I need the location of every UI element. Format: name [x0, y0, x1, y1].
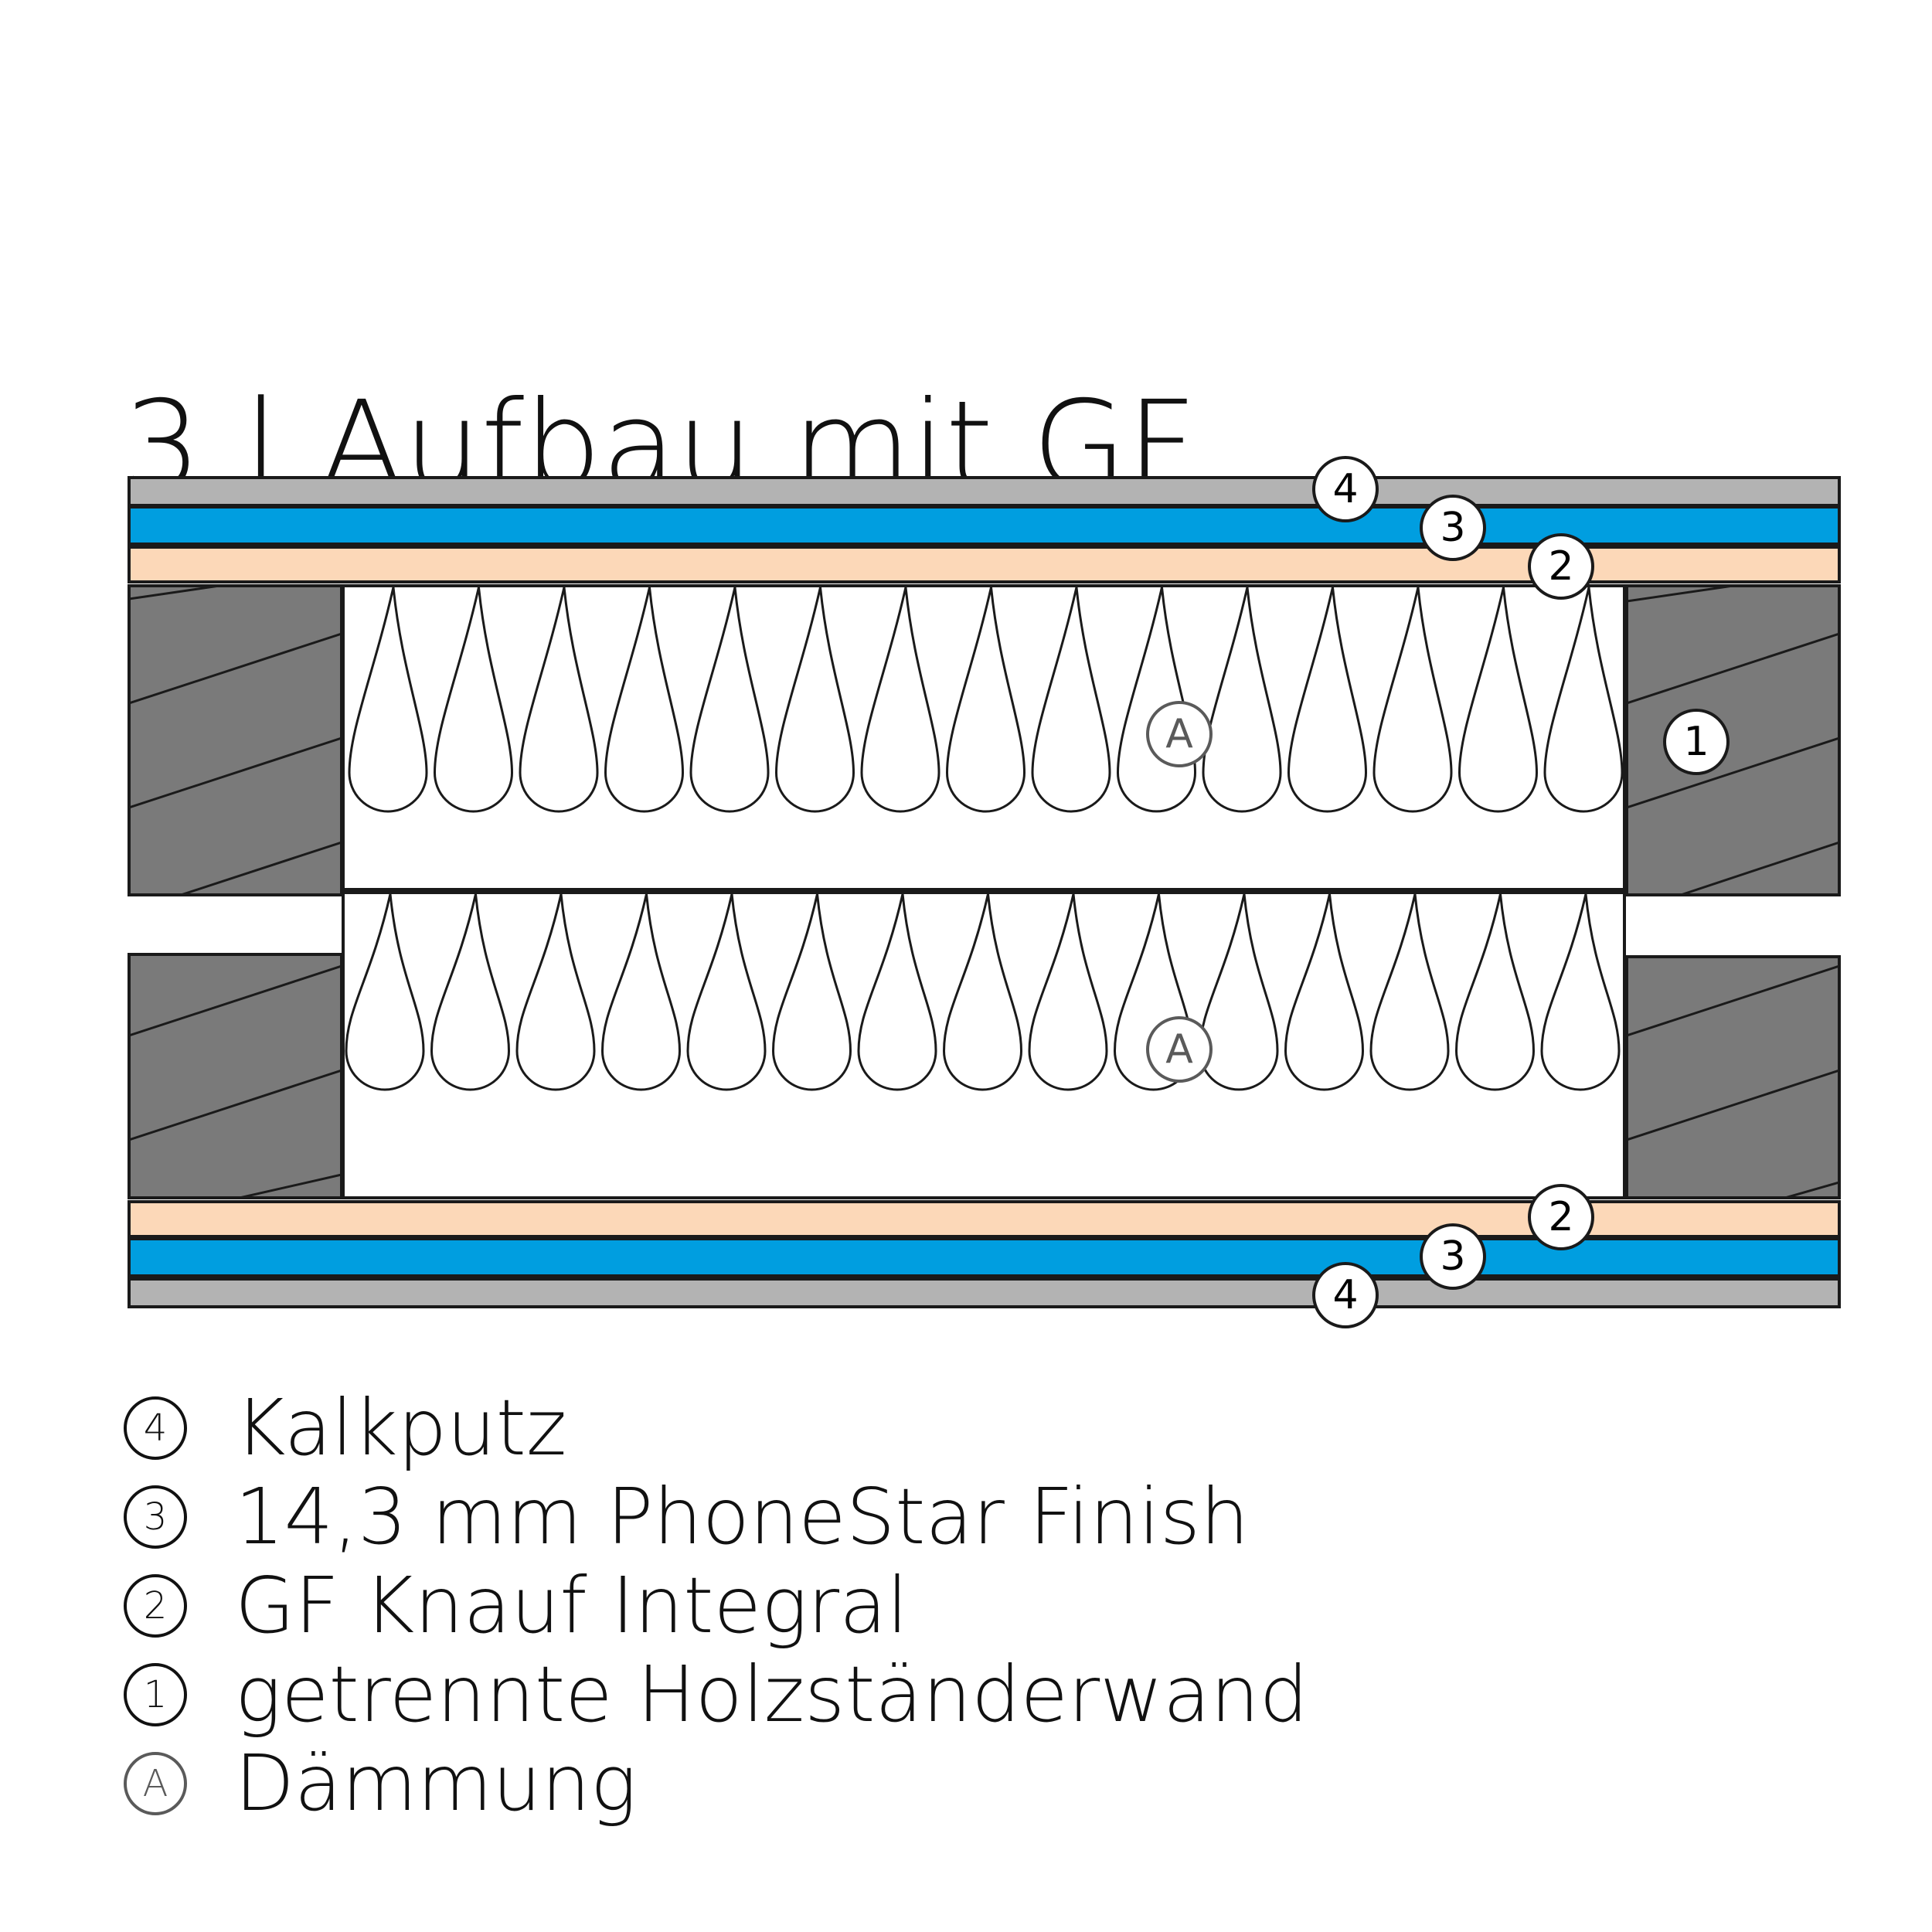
insulation-fiber — [1458, 587, 1539, 813]
svg-text:A: A — [1165, 1026, 1193, 1073]
legend-label: Kalkputz — [235, 1383, 567, 1473]
legend-label: GF Knauf Integral — [235, 1560, 909, 1651]
svg-text:3: 3 — [1440, 505, 1465, 551]
insulation-fiber — [515, 893, 596, 1091]
top-plaster-layer — [128, 476, 1841, 507]
callout-badge-bottom-3: 3 — [1420, 1223, 1486, 1290]
svg-text:3: 3 — [1440, 1233, 1465, 1280]
insulation-fiber — [1202, 587, 1282, 813]
legend-item-4: 4 Kalkputz — [124, 1383, 1308, 1473]
legend-item-1: 1 getrennte Holzständerwand — [124, 1649, 1309, 1740]
legend: 4 Kalkputz 3 14,3 mm PhoneStar Finish 2 … — [124, 1383, 1308, 1828]
insulation-fiber — [1284, 893, 1365, 1091]
legend-badge: 3 — [124, 1485, 187, 1549]
callout-badge-insulation-upper: A — [1146, 701, 1213, 767]
insulation-fiber — [1031, 587, 1111, 813]
timber-stud-bottom-right — [1625, 955, 1841, 1199]
insulation-fiber — [1454, 893, 1536, 1091]
insulation-fiber — [604, 587, 685, 813]
timber-stud-bottom-left — [128, 953, 343, 1199]
insulation-lower — [342, 891, 1626, 1199]
insulation-fiber — [600, 893, 682, 1091]
insulation-fiber — [1028, 893, 1108, 1091]
insulation-fiber — [1199, 893, 1279, 1091]
insulation-fiber — [942, 893, 1023, 1091]
insulation-fiber — [686, 893, 767, 1091]
insulation-fiber — [1287, 587, 1368, 813]
svg-text:A: A — [1165, 711, 1193, 757]
legend-badge: A — [124, 1751, 187, 1815]
insulation-fiber — [1543, 587, 1624, 813]
insulation-fiber — [348, 587, 428, 813]
timber-stud-top-right — [1625, 584, 1841, 896]
insulation-fiber — [1372, 587, 1453, 813]
svg-text:4: 4 — [1332, 1272, 1358, 1318]
legend-badge: 4 — [124, 1396, 187, 1460]
legend-badge: 1 — [124, 1662, 187, 1726]
legend-label: getrennte Holzständerwand — [235, 1649, 1309, 1740]
insulation-fiber — [345, 893, 425, 1091]
legend-item-a: A Dämmung — [124, 1738, 1308, 1828]
insulation-fiber — [857, 893, 937, 1091]
callout-badge-stud-1: 1 — [1663, 709, 1730, 775]
top-phonestar-layer — [128, 505, 1841, 546]
callout-badge-bottom-2: 2 — [1528, 1184, 1594, 1250]
bottom-plaster-layer — [128, 1277, 1841, 1308]
svg-text:1: 1 — [1683, 719, 1709, 765]
callout-badge-insulation-lower: A — [1146, 1016, 1213, 1083]
legend-label: Dämmung — [235, 1738, 637, 1828]
insulation-fiber — [689, 587, 770, 813]
legend-item-3: 3 14,3 mm PhoneStar Finish — [124, 1471, 1308, 1562]
callout-badge-top-3: 3 — [1420, 495, 1486, 561]
callout-badge-top-2: 2 — [1528, 533, 1594, 600]
legend-label: 14,3 mm PhoneStar Finish — [235, 1471, 1250, 1562]
callout-badge-top-4: 4 — [1312, 456, 1379, 522]
insulation-fiber — [771, 893, 852, 1091]
insulation-upper — [342, 584, 1626, 891]
insulation-fiber — [1540, 893, 1621, 1091]
legend-item-2: 2 GF Knauf Integral — [124, 1560, 1308, 1651]
insulation-fiber — [860, 587, 940, 813]
callout-badge-bottom-4: 4 — [1312, 1262, 1379, 1328]
svg-text:2: 2 — [1548, 543, 1573, 590]
svg-text:4: 4 — [1332, 466, 1358, 512]
bottom-phonestar-layer — [128, 1237, 1841, 1277]
insulation-fiber — [774, 587, 855, 813]
insulation-fiber — [1113, 893, 1194, 1091]
insulation-fiber — [433, 587, 514, 813]
svg-text:2: 2 — [1548, 1194, 1573, 1240]
insulation-fiber — [430, 893, 511, 1091]
insulation-fiber — [1369, 893, 1450, 1091]
timber-stud-top-left — [128, 584, 343, 896]
insulation-fiber — [519, 587, 599, 813]
insulation-fiber — [945, 587, 1026, 813]
legend-badge: 2 — [124, 1573, 187, 1638]
